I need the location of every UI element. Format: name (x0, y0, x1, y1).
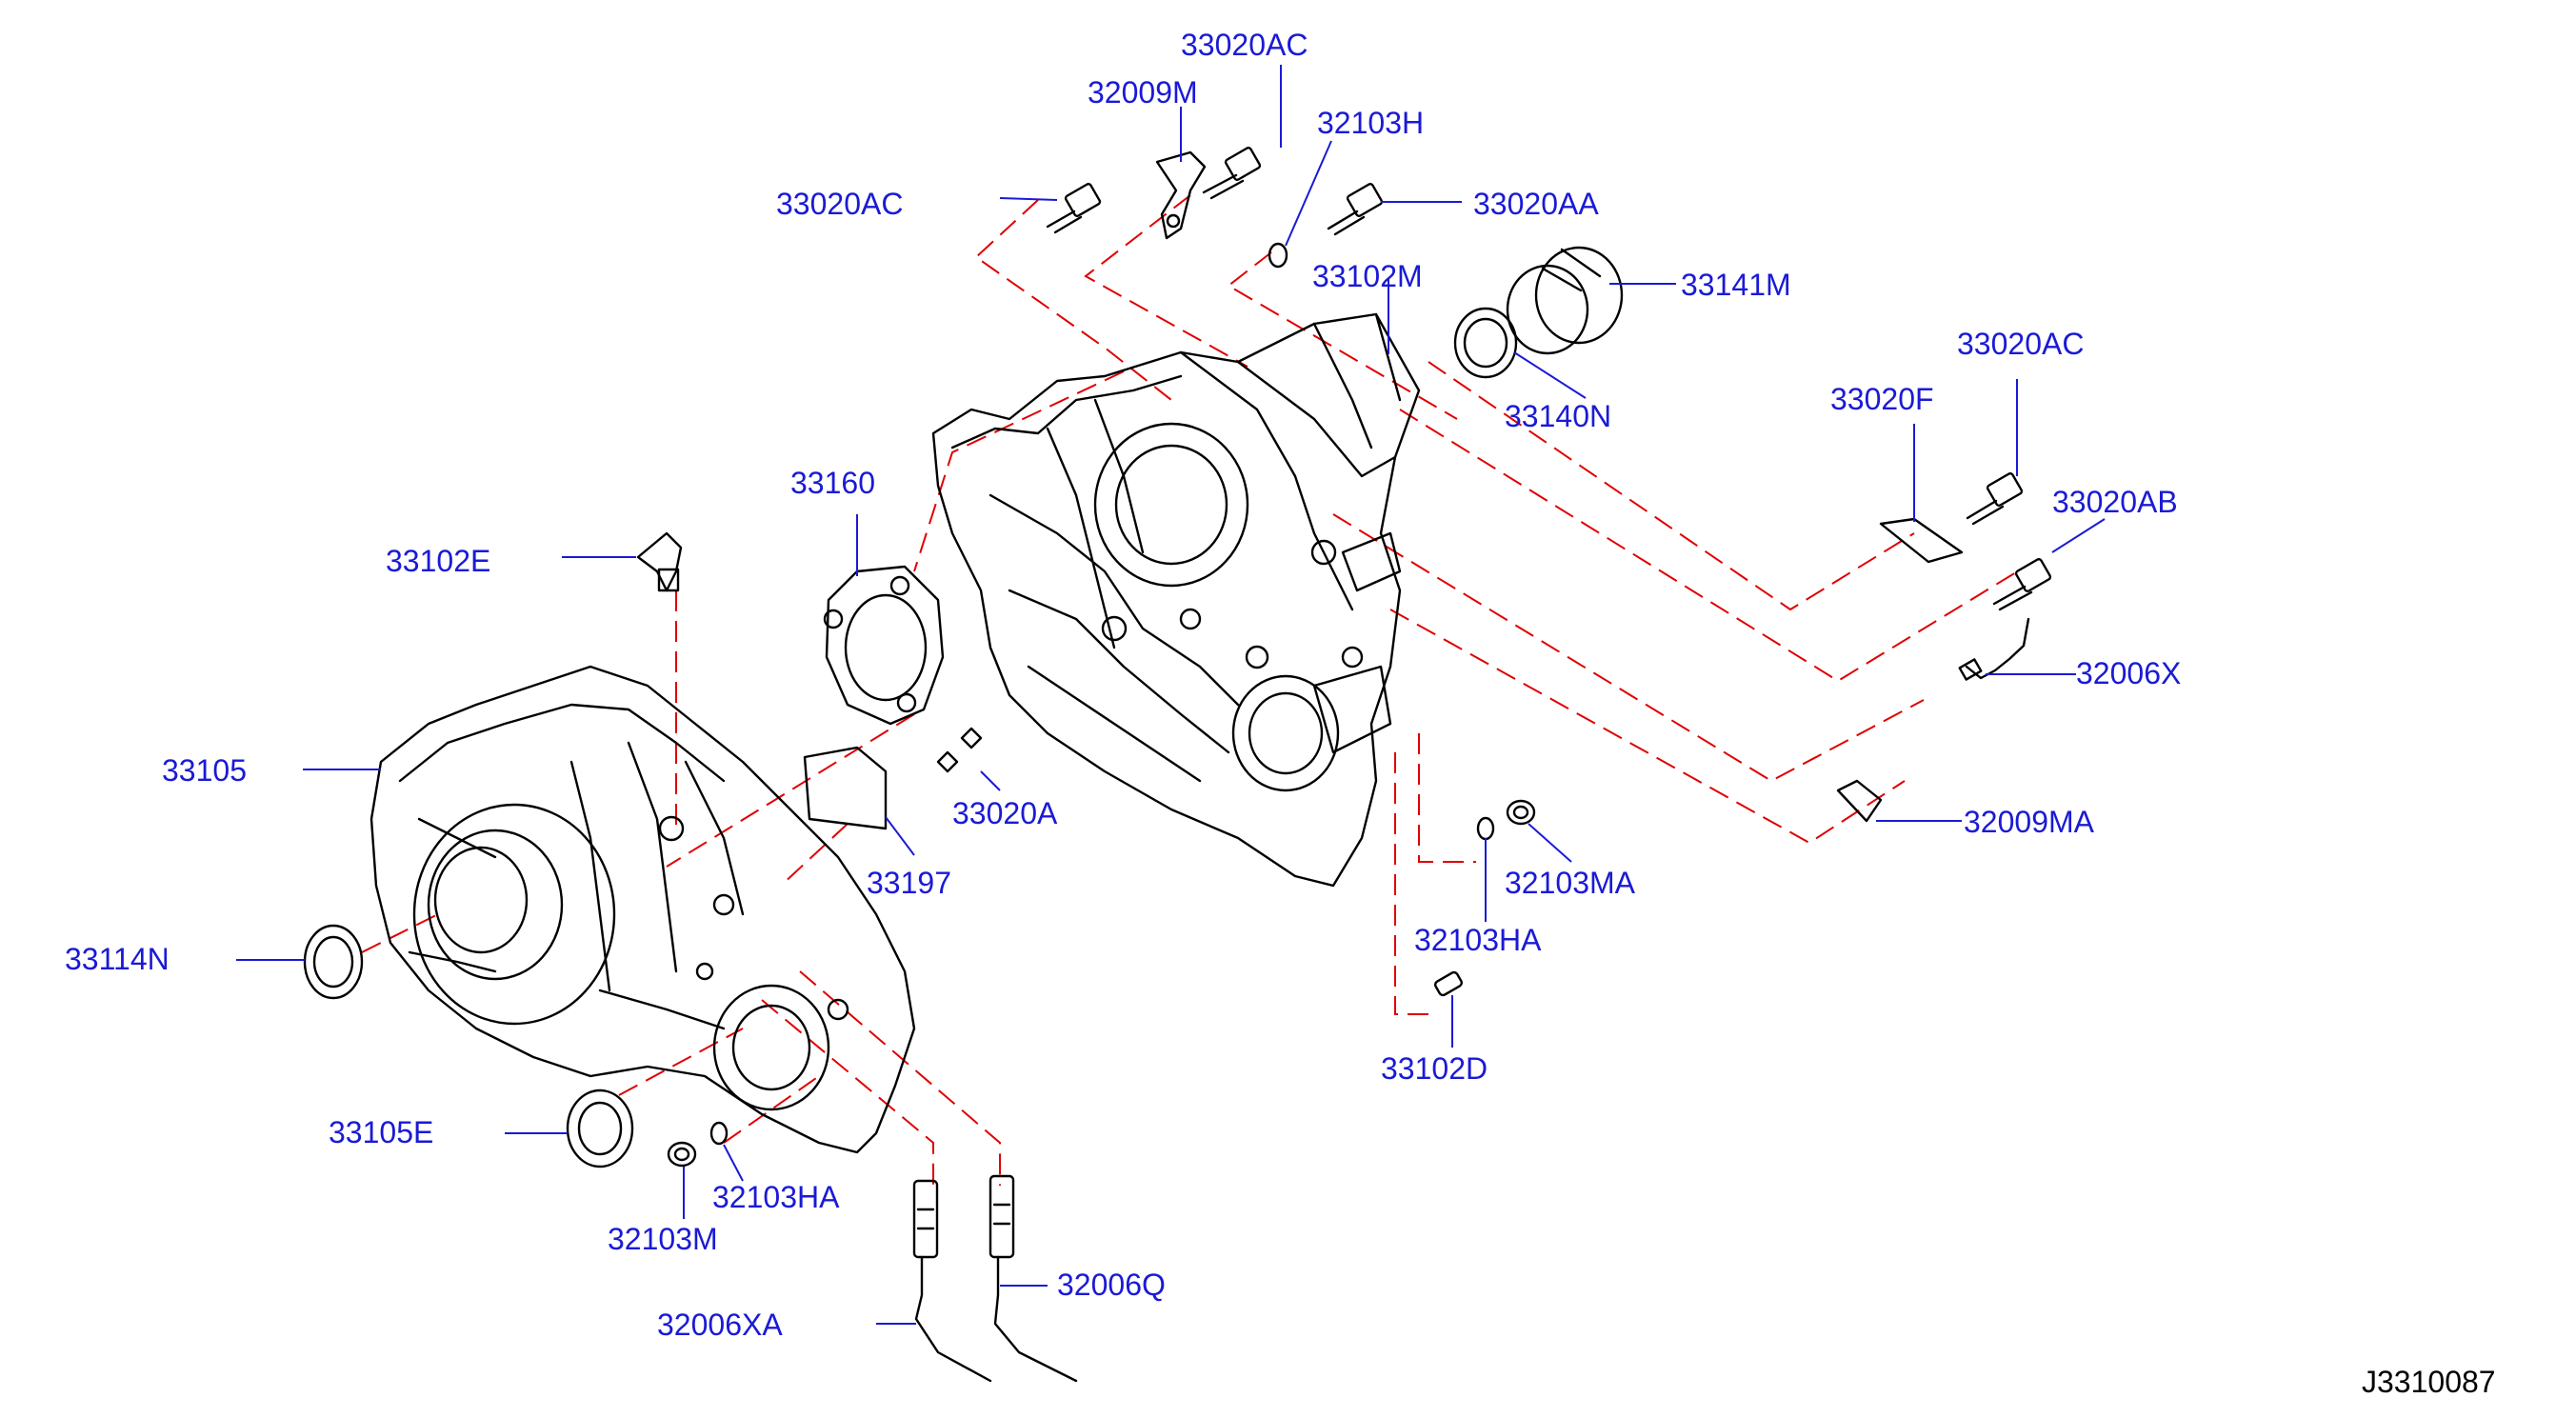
plug-32103MA (1506, 799, 1536, 826)
o-ring-32103H (1268, 242, 1288, 269)
label-33020AC-top: 33020AC (1181, 28, 1308, 62)
bolt-33020AC-top (1202, 147, 1262, 200)
front-case-housing (931, 312, 1421, 888)
sensor-32006XA (912, 1179, 992, 1383)
leader-lines (236, 65, 2106, 1325)
oil-seal-33105E (566, 1088, 634, 1168)
label-33020AC-left: 33020AC (776, 187, 903, 221)
dust-boot-33141M (1506, 246, 1624, 355)
label-33160: 33160 (790, 466, 875, 500)
label-32006XA: 32006XA (657, 1308, 783, 1342)
rear-case-housing (369, 665, 916, 1154)
label-33114N: 33114N (65, 942, 170, 976)
label-33020A: 33020A (952, 796, 1058, 830)
bolt-33020AA (1327, 183, 1384, 236)
sensor-32006X (1958, 617, 2030, 681)
bolt-33020A (936, 727, 983, 773)
assembly-guide-lines (361, 194, 2034, 1190)
part-labels: 33020AC 32009M 32103H 33020AC 33020AA 33… (65, 28, 2181, 1342)
label-33020AA: 33020AA (1473, 187, 1599, 221)
plate-33197 (803, 746, 888, 830)
label-33197: 33197 (867, 866, 951, 900)
bolt-33020AB (1992, 558, 2052, 611)
label-33140N: 33140N (1505, 399, 1611, 433)
label-33105E: 33105E (329, 1115, 433, 1149)
sensor-32006Q (988, 1174, 1078, 1383)
label-33102M: 33102M (1312, 259, 1423, 293)
label-32103MA: 32103MA (1505, 866, 1636, 900)
label-32103M: 32103M (608, 1222, 718, 1256)
breather-33102E (636, 531, 683, 592)
label-33102E: 33102E (386, 544, 490, 578)
label-32009M: 32009M (1088, 75, 1198, 110)
plug-32103M (667, 1141, 697, 1168)
label-32103HA-low: 32103HA (712, 1180, 840, 1214)
label-33105: 33105 (162, 753, 247, 788)
label-32006X: 32006X (2076, 656, 2181, 690)
bolt-33020AC-right (1966, 472, 2024, 526)
clip-33020F (1879, 517, 1964, 564)
label-33102D: 33102D (1381, 1051, 1488, 1086)
oil-seal-33114N (303, 924, 364, 1000)
bracket-32009M (1155, 150, 1207, 240)
label-32103H: 32103H (1317, 106, 1424, 140)
o-ring-32103HA-low (709, 1121, 729, 1146)
bolt-33020AC-left (1046, 183, 1102, 234)
bracket-32009MA (1836, 779, 1883, 823)
label-32009MA: 32009MA (1964, 805, 2095, 839)
dowel-pin-33102D (1434, 970, 1463, 997)
diagram-reference-code: J3310087 (2362, 1365, 2496, 1399)
label-32006Q: 32006Q (1057, 1268, 1166, 1302)
o-ring-32103HA-mid (1476, 816, 1495, 841)
parts (303, 147, 2052, 1383)
oil-seal-33140N (1453, 307, 1518, 379)
label-33020AC-right: 33020AC (1957, 327, 2084, 361)
gasket-33160 (823, 565, 945, 726)
label-33141M: 33141M (1681, 268, 1791, 302)
label-33020AB: 33020AB (2052, 485, 2178, 519)
label-32103HA-mid: 32103HA (1414, 923, 1542, 957)
label-33020F: 33020F (1830, 382, 1934, 416)
